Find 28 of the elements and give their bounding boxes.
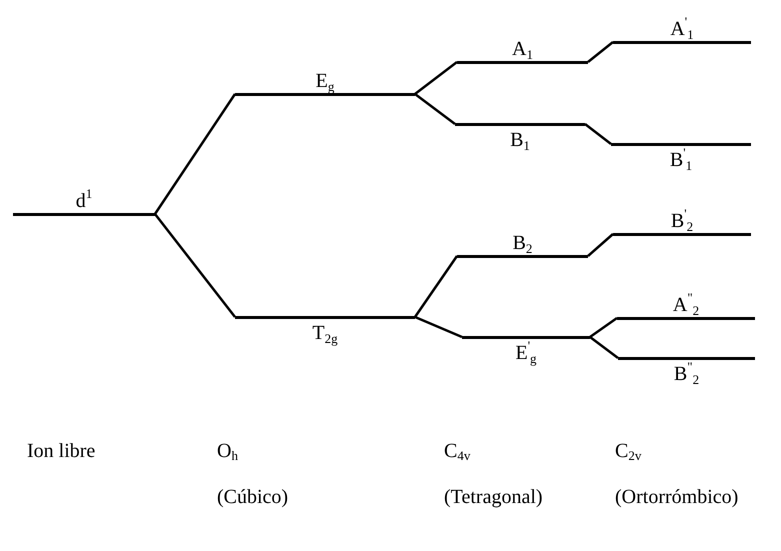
splitting-line [414,255,458,318]
symmetry-label: C$_{2v}$ [615,440,642,463]
splitting-line [584,123,612,145]
axis-caption: Ion libre [27,440,96,463]
level-label: d$^{1}$ [74,190,94,212]
energy-level [611,142,751,172]
splitting-line [587,233,614,257]
level-label: B$_{2}$ [512,232,534,254]
energy-level [455,122,585,152]
splitting-line [154,213,236,318]
symmetry-label: C$_{4v}$ [444,440,470,463]
energy-level [462,336,590,366]
splitting-line [589,316,618,338]
symmetry-caption: (Tetragonal) [444,486,543,509]
splitting-line [414,316,462,338]
level-label: A$_{1}$ [511,38,534,60]
energy-level [235,316,415,346]
symmetry-caption: (Ortorrómbico) [615,486,738,509]
splitting-line [587,41,614,63]
splitting-line [154,93,236,215]
level-label: T$_{2g}$ [311,322,339,344]
energy-level [618,356,755,386]
level-label: B$_{1}$ [509,128,531,150]
splitting-line [414,93,456,125]
splitting-line [414,61,458,95]
splitting-line [589,336,619,359]
symmetry-caption: (Cúbico) [217,486,288,509]
symmetry-label: O$_{h}$ [217,440,238,463]
